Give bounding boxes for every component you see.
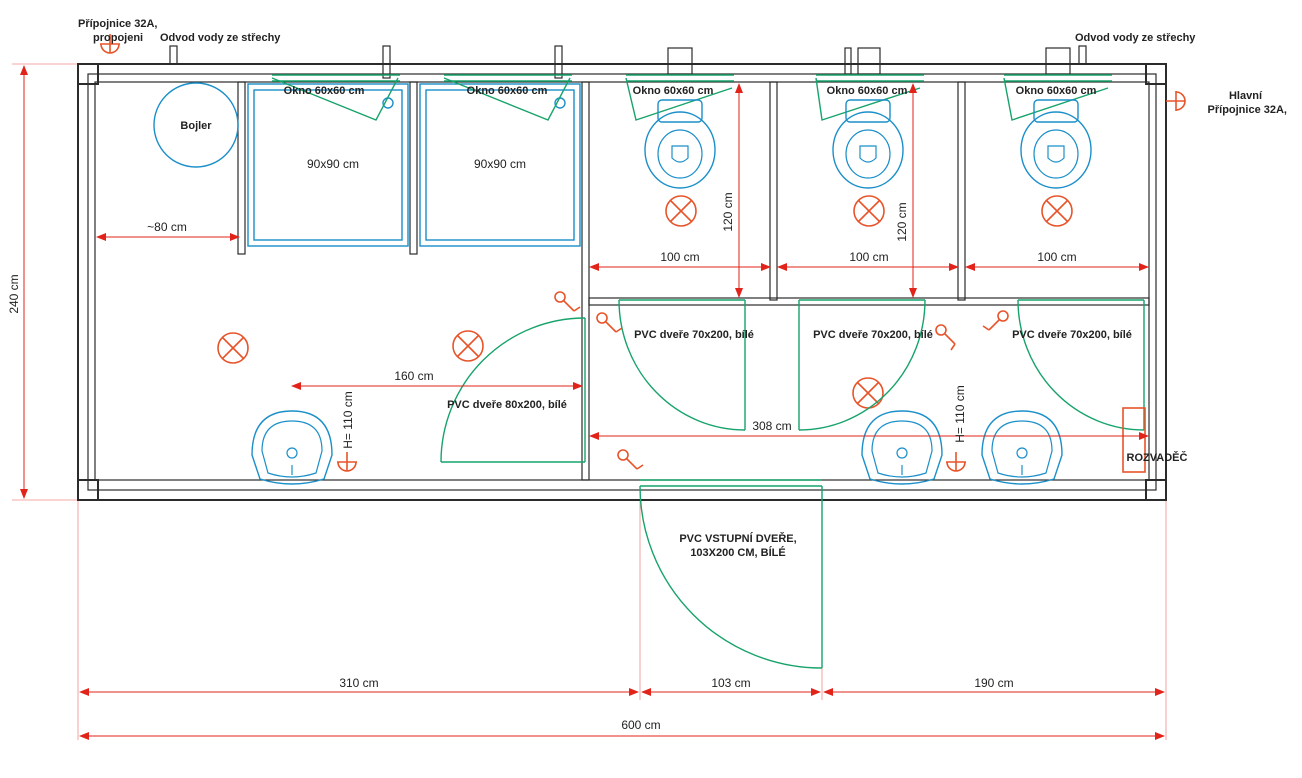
switchboard-label: ROZVADĚČ (1127, 451, 1188, 464)
dim-height: 240 cm (7, 274, 21, 313)
window-1-label: Okno 60x60 cm (284, 85, 365, 97)
drain-right-label: Odvod vody ze střechy (1075, 32, 1196, 44)
door-swings (440, 299, 1145, 669)
window-5-label: Okno 60x60 cm (1016, 85, 1097, 97)
ceiling-light-icon (452, 330, 484, 362)
light-switch-icon (554, 291, 581, 312)
dim-cabin-2: 100 cm (849, 250, 888, 264)
dim-cabin-3: 100 cm (1037, 250, 1076, 264)
main-connector-label-1: Hlavní (1229, 90, 1263, 102)
shower-1 (247, 83, 409, 247)
window-4-label: Okno 60x60 cm (827, 85, 908, 97)
dim-bottom-right: 190 cm (974, 676, 1013, 690)
ceiling-light-icon (853, 195, 885, 227)
entry-door-label-2: 103X200 CM, BÍLÉ (690, 546, 785, 559)
dim-room-width: 160 cm (394, 369, 433, 383)
dim-sink-height-right: H= 110 cm (953, 385, 967, 442)
connector-label-2: propojeni (93, 32, 143, 44)
entry-door-label-1: PVC VSTUPNÍ DVEŘE, (679, 532, 796, 545)
wc-door-3-label: PVC dveře 70x200, bílé (1012, 329, 1132, 341)
boiler-icon (153, 82, 239, 168)
window-shapes (271, 74, 1112, 121)
interior-walls (237, 81, 1150, 481)
connector-label-1: Přípojnice 32A, (78, 18, 157, 30)
main-door-label: PVC dveře 80x200, bílé (447, 399, 567, 411)
dim-cabin-depth-2: 120 cm (895, 202, 909, 241)
shower-1-label: 90x90 cm (307, 157, 359, 171)
switchboard-icon (1122, 407, 1146, 473)
ceiling-light-icon (665, 195, 697, 227)
outer-walls (77, 63, 1167, 501)
window-2-label: Okno 60x60 cm (467, 85, 548, 97)
drain-left-label: Odvod vody ze střechy (160, 32, 281, 44)
dim-corridor: 308 cm (752, 419, 791, 433)
roof-pipes (169, 45, 1087, 79)
light-switch-icon (982, 310, 1009, 331)
window-3-label: Okno 60x60 cm (633, 85, 714, 97)
shower-2-label: 90x90 cm (474, 157, 526, 171)
dim-left-gap: ~80 cm (147, 220, 187, 234)
sink-2-icon (861, 410, 943, 485)
power-socket-icon (945, 451, 967, 472)
dimension-lines (20, 65, 1165, 740)
wc-door-1-label: PVC dveře 70x200, bílé (634, 329, 754, 341)
dim-sink-height-left: H= 110 cm (341, 391, 355, 448)
ceiling-light-icon (217, 332, 249, 364)
light-switch-icon (935, 324, 956, 351)
dim-total: 600 cm (621, 718, 660, 732)
wc-door-2-label: PVC dveře 70x200, bílé (813, 329, 933, 341)
dim-bottom-left: 310 cm (339, 676, 378, 690)
dim-cabin-1: 100 cm (660, 250, 699, 264)
light-switch-icon (596, 312, 623, 333)
power-socket-icon (1165, 90, 1186, 112)
ceiling-light-icon (852, 377, 884, 409)
sink-3-icon (981, 410, 1063, 485)
ceiling-light-icon (1041, 195, 1073, 227)
power-socket-icon (336, 451, 358, 472)
dim-cabin-depth-1: 120 cm (721, 192, 735, 231)
dim-bottom-door: 103 cm (711, 676, 750, 690)
sink-1-icon (251, 410, 333, 485)
boiler-label: Bojler (180, 120, 212, 132)
light-switch-icon (617, 449, 644, 470)
main-connector-label-2: Přípojnice 32A, (1208, 104, 1287, 116)
